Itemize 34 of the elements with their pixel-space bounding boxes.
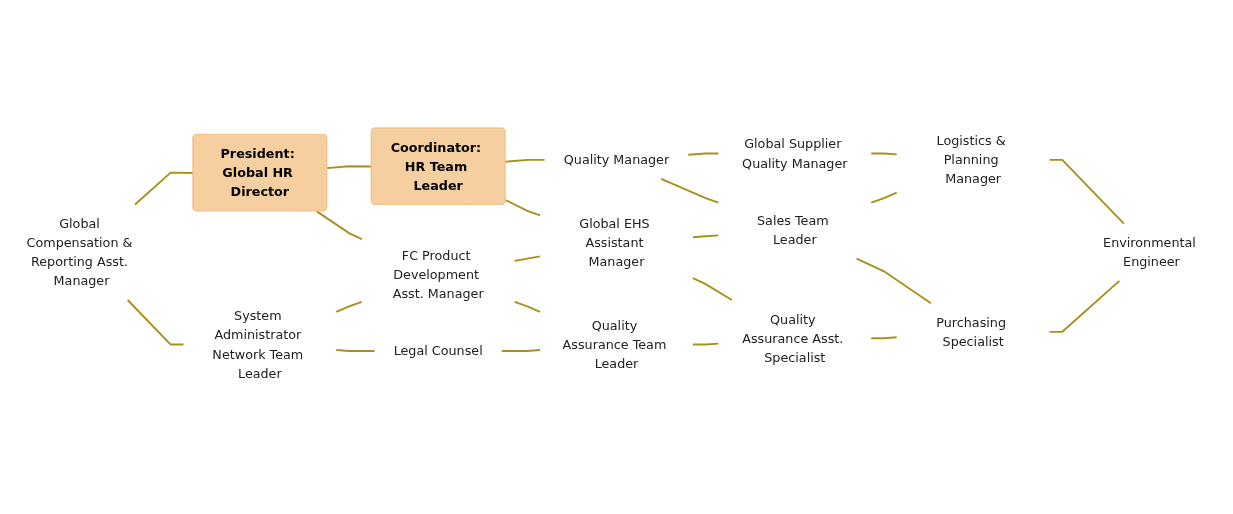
connector bbox=[687, 152, 720, 156]
connector bbox=[1048, 158, 1125, 225]
node-text: Global Supplier Quality Manager bbox=[742, 136, 848, 171]
connector bbox=[500, 349, 542, 352]
node-text: Quality Assurance Asst. Specialist bbox=[742, 311, 844, 365]
node-text: Purchasing Specialist bbox=[936, 314, 1006, 350]
connector bbox=[315, 210, 363, 240]
connector bbox=[870, 152, 898, 156]
connector bbox=[870, 191, 898, 204]
connector bbox=[691, 234, 720, 239]
connector bbox=[1048, 279, 1121, 333]
connector bbox=[691, 277, 733, 301]
connector bbox=[870, 336, 898, 340]
node-text: FC Product Development Asst. Manager bbox=[392, 247, 484, 302]
node-text: Sales Team Leader bbox=[756, 212, 829, 248]
connector bbox=[126, 299, 185, 346]
node-text: Global Compensation & Reporting Asst. Manager bbox=[26, 215, 133, 289]
connector bbox=[855, 257, 932, 305]
connector bbox=[504, 199, 542, 217]
connector bbox=[691, 342, 720, 346]
node-text: Quality Assurance Team Leader bbox=[562, 317, 667, 372]
node-text: Logistics & Planning Manager bbox=[936, 133, 1006, 187]
connector bbox=[504, 158, 546, 163]
node-text: Legal Counsel bbox=[393, 343, 483, 359]
connector bbox=[326, 165, 373, 170]
connector bbox=[513, 300, 542, 313]
connector bbox=[335, 349, 376, 352]
node-text: Environmental Engineer bbox=[1103, 235, 1196, 270]
connector bbox=[660, 178, 720, 204]
connector bbox=[513, 255, 542, 262]
node-text: System Administrator Network Team Leader bbox=[212, 308, 304, 381]
node-text: Quality Manager bbox=[563, 152, 670, 168]
connector bbox=[335, 300, 363, 313]
node-text: Global EHS Assistant Manager bbox=[579, 215, 650, 270]
